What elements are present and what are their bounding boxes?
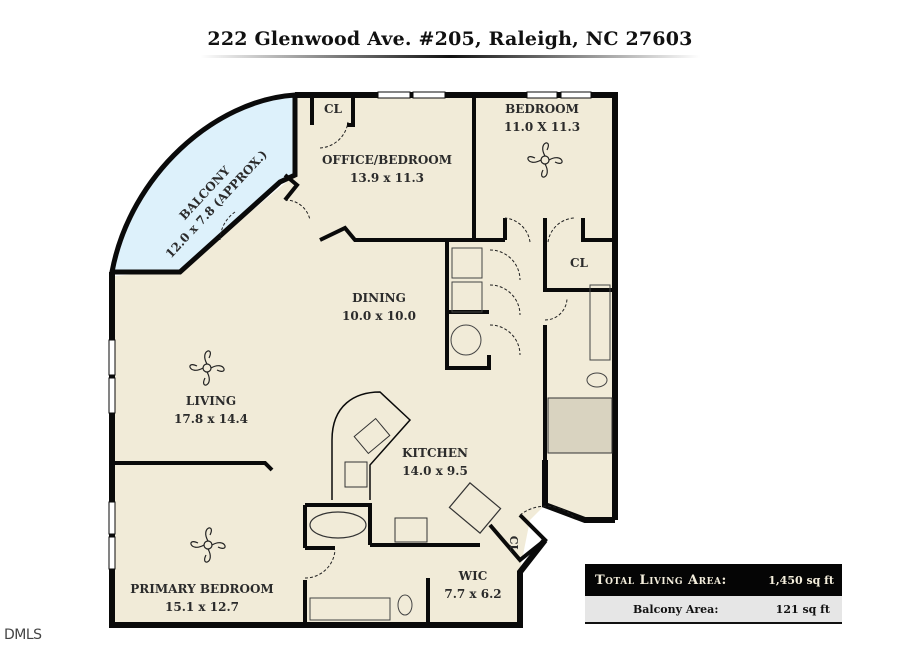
dryer [451,281,483,313]
door-swings [219,121,576,579]
mls-watermark: DMLS [4,627,42,643]
bedroom-label: BEDROOM [505,102,579,116]
primary-vanity [309,597,391,621]
kitchen-sink [353,417,391,455]
ceiling-fan-icon [190,527,226,563]
hall-closet-label: CL [507,536,520,553]
primary-bedroom-dims: 15.1 x 12.7 [165,600,239,614]
office-closet-label: CL [324,102,343,116]
vanity [589,284,611,361]
ceiling-fan-icon [189,350,225,386]
bedroom-dims: 11.0 X 11.3 [504,120,580,134]
area-summary-table: Total Living Area: 1,450 sq ft Balcony A… [585,564,842,624]
primary-bedroom-label: PRIMARY BEDROOM [130,582,273,596]
bathtub [309,511,367,539]
balcony-area-value: 121 sq ft [775,602,830,616]
toilet-hall-bath [586,372,608,388]
balcony-area-row: Balcony Area: 121 sq ft [585,596,842,624]
property-address-title: 222 Glenwood Ave. #205, Raleigh, NC 2760… [207,28,693,50]
washer [451,247,483,279]
shower [547,397,613,454]
title-underline [200,55,700,58]
kitchen-label: KITCHEN [402,446,468,460]
refrigerator [448,482,502,534]
windows [108,91,592,570]
dining-dims: 10.0 x 10.0 [342,309,416,323]
office-dims: 13.9 x 11.3 [350,171,424,185]
wic-label: WIC [458,569,488,583]
living-dims: 17.8 x 14.4 [174,412,248,426]
dining-label: DINING [352,291,406,305]
kitchen-dims: 14.0 x 9.5 [402,464,468,478]
bedroom-closet-label: CL [570,256,589,270]
range-cooktop [394,517,428,543]
interior-walls [112,95,615,625]
total-living-area-row: Total Living Area: 1,450 sq ft [585,564,842,596]
balcony-area-label: Balcony Area: [633,602,719,616]
office-label: OFFICE/BEDROOM [322,153,452,167]
total-living-area-value: 1,450 sq ft [768,573,834,587]
living-label: LIVING [186,394,236,408]
total-living-area-label: Total Living Area: [595,572,727,588]
water-heater [450,324,482,356]
dishwasher [344,461,368,488]
ceiling-fan-icon [527,142,563,178]
toilet-primary-bath [397,594,413,616]
wic-dims: 7.7 x 6.2 [444,587,501,601]
kitchen-island [331,391,412,500]
floor-area [110,95,615,625]
